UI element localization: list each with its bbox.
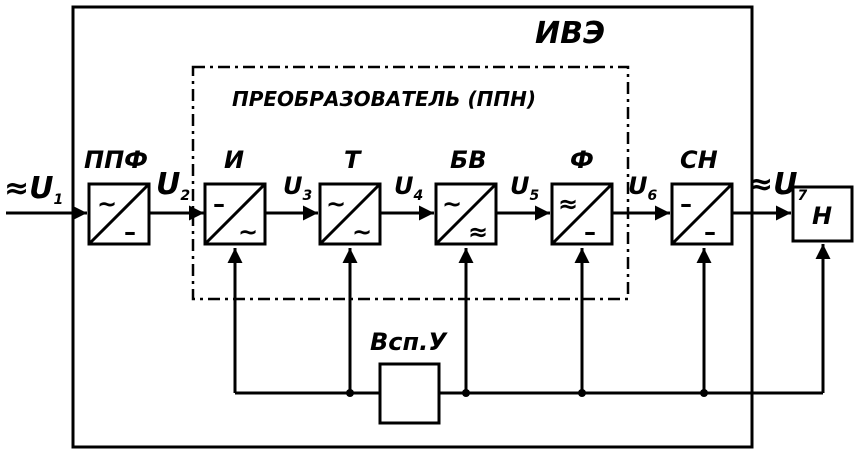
block-inverter-label: И <box>224 146 244 174</box>
svg-text:–: – <box>584 218 596 246</box>
svg-text:~: ~ <box>326 190 346 218</box>
block-stabilizer: – – СН <box>670 146 734 246</box>
block-transformer-label: Т <box>344 146 362 174</box>
signal-u3: U3 <box>283 172 312 204</box>
block-rectifier: ~ ≈ БВ <box>434 146 498 246</box>
aux-unit-label: Всп.У <box>370 328 448 356</box>
svg-text:≈: ≈ <box>558 190 578 218</box>
block-rectifier-label: БВ <box>450 146 487 174</box>
block-transformer: ~ ~ Т <box>318 146 382 246</box>
signal-u1: ≈U1 <box>4 171 63 208</box>
load-label: Н <box>812 202 832 230</box>
svg-text:~: ~ <box>238 218 258 246</box>
signal-u6: U6 <box>628 172 658 204</box>
svg-text:~: ~ <box>97 190 117 218</box>
signal-u7: ≈U7 <box>748 167 808 204</box>
signal-u2: U2 <box>156 167 190 204</box>
block-ppf-label: ППФ <box>84 146 148 174</box>
block-filter: ≈ – Ф <box>550 146 614 246</box>
block-inverter: – ~ И <box>203 146 267 246</box>
svg-text:~: ~ <box>352 218 372 246</box>
svg-text:~: ~ <box>442 190 462 218</box>
block-ppf: ~ – ППФ <box>84 146 151 246</box>
converter-label: ПРЕОБРАЗОВАТЕЛЬ (ППН) <box>232 87 536 111</box>
svg-text:–: – <box>680 190 692 218</box>
ive-enclosure <box>71 5 754 449</box>
load-box <box>791 185 854 243</box>
svg-text:–: – <box>213 190 225 218</box>
aux-unit-box <box>378 362 441 425</box>
svg-text:≈: ≈ <box>468 218 488 246</box>
converter-boundary <box>191 65 630 301</box>
aux-supply-bus <box>227 244 831 397</box>
ive-title: ИВЭ <box>535 16 605 51</box>
block-stabilizer-label: СН <box>680 146 718 174</box>
svg-text:–: – <box>704 218 716 246</box>
signal-u5: U5 <box>510 172 540 204</box>
signal-u4: U4 <box>394 172 423 204</box>
svg-text:–: – <box>124 218 136 246</box>
block-filter-label: Ф <box>570 146 594 174</box>
